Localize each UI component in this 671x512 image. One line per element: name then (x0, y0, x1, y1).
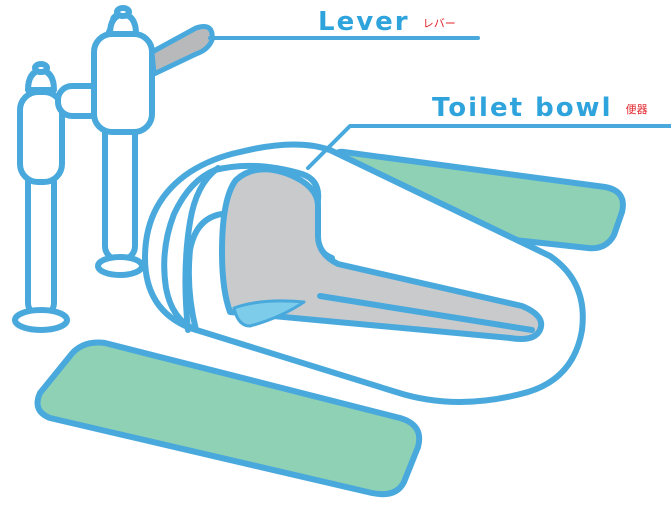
lever-label-jp: レバー (423, 17, 456, 30)
front-pipe-base (15, 310, 67, 330)
front-valve-pipe (28, 170, 54, 315)
flush-valve-housing (94, 34, 152, 132)
toilet-bowl-label: Toilet bowl 便器 (432, 95, 648, 121)
toilet-bowl-label-jp: 便器 (626, 103, 648, 116)
lever-label-en: Lever (318, 7, 410, 37)
toilet-bowl-label-en: Toilet bowl (432, 93, 613, 123)
rear-pipe-base (98, 257, 142, 275)
flush-valve-cap-top (117, 8, 129, 16)
front-valve-cap-top (35, 64, 47, 72)
lever-label: Lever レバー (318, 9, 456, 35)
lever-handle (152, 27, 212, 75)
